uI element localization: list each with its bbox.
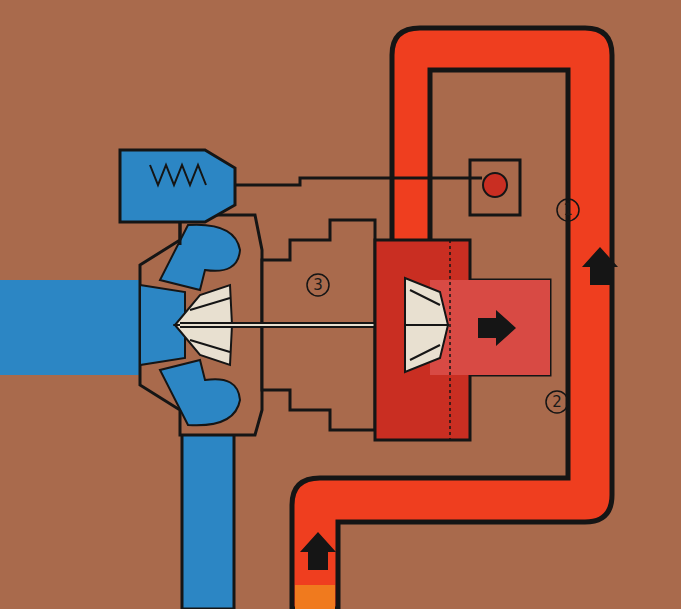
actuator-rod — [232, 178, 482, 185]
callout-circle — [307, 274, 329, 296]
flow-arrow — [582, 247, 618, 285]
air-outlet — [182, 430, 234, 609]
compressor-volute — [160, 360, 240, 425]
actuator-spring — [150, 165, 206, 185]
boost-line — [179, 222, 182, 245]
wastegate-housing — [470, 160, 520, 215]
callout-number: 2 — [546, 391, 568, 413]
flow-arrow — [300, 532, 336, 570]
air-intake — [0, 280, 140, 375]
turbine-housing — [375, 240, 550, 440]
housing-divider — [449, 240, 451, 440]
callout-number: 1 — [557, 199, 579, 221]
flow-arrow — [478, 310, 516, 346]
callout-number: 3 — [307, 274, 329, 296]
turbine-wheel — [405, 278, 448, 372]
compressor-volute — [160, 225, 240, 290]
wastegate-actuator — [120, 150, 235, 222]
callout-circle — [546, 391, 568, 413]
exhaust-inlet — [295, 585, 335, 609]
callout-circle — [557, 199, 579, 221]
wastegate-valve — [483, 173, 507, 197]
